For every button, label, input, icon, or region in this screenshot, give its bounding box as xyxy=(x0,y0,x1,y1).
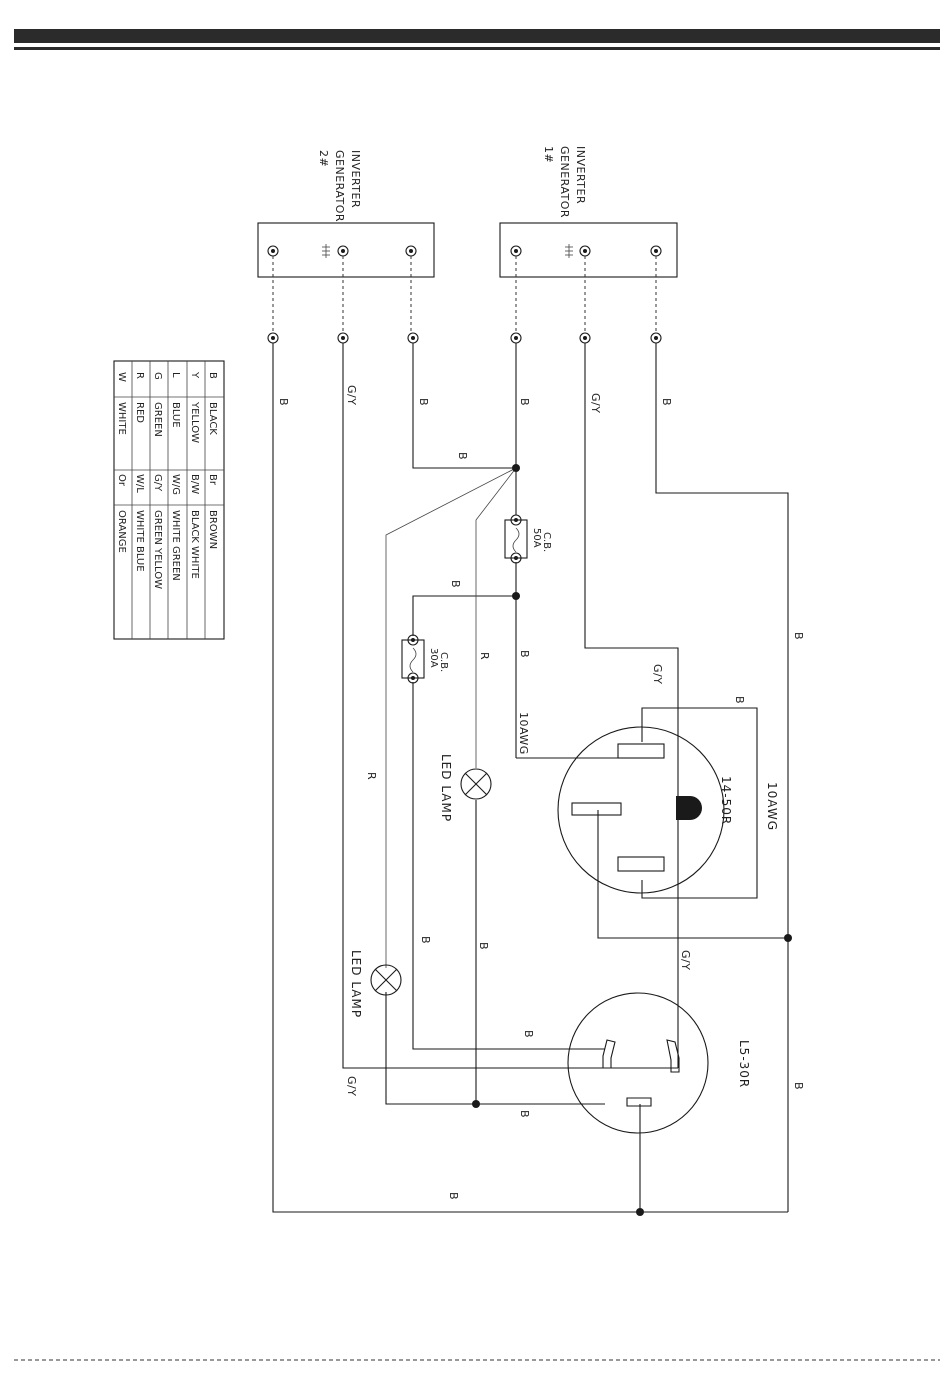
svg-text:G/Y: G/Y xyxy=(345,385,358,405)
color-legend: B BLACK Br BROWN Y YELLOW B/W BLACK WHIT… xyxy=(114,361,224,639)
svg-text:B: B xyxy=(419,936,432,944)
svg-text:B: B xyxy=(477,942,490,950)
svg-text:R: R xyxy=(478,652,491,660)
svg-text:LED LAMP: LED LAMP xyxy=(349,950,363,1018)
receptacle-l5-30r: L5-30R xyxy=(568,993,751,1133)
svg-text:B: B xyxy=(277,398,290,406)
svg-text:B: B xyxy=(449,580,462,588)
svg-text:GREEN YELLOW: GREEN YELLOW xyxy=(152,510,163,589)
svg-text:30A: 30A xyxy=(428,648,439,668)
generator-2-box xyxy=(258,223,434,277)
svg-text:B: B xyxy=(522,1030,535,1038)
svg-text:BLACK: BLACK xyxy=(207,402,218,435)
generator-1-title: INVERTER GENERATOR 1# xyxy=(542,146,587,218)
generator-2-title: INVERTER GENERATOR 2# xyxy=(317,150,362,222)
circuit-breaker-50a: C.B. 50A xyxy=(505,515,552,563)
svg-text:BROWN: BROWN xyxy=(207,510,218,549)
legend-row: G GREEN G/Y GREEN YELLOW xyxy=(152,372,163,589)
svg-text:W/L: W/L xyxy=(134,474,145,493)
dashed-connectors xyxy=(273,256,656,332)
svg-text:B: B xyxy=(207,372,218,379)
svg-text:R: R xyxy=(134,372,145,379)
svg-text:G/Y: G/Y xyxy=(589,393,602,413)
svg-text:WHITE GREEN: WHITE GREEN xyxy=(170,510,181,581)
svg-text:G: G xyxy=(152,372,163,380)
svg-text:G/Y: G/Y xyxy=(679,950,692,970)
svg-text:B: B xyxy=(518,398,531,406)
svg-text:10AWG: 10AWG xyxy=(517,712,530,755)
svg-text:R: R xyxy=(365,772,378,780)
svg-text:L: L xyxy=(170,372,181,378)
led-lamp-1: LED LAMP xyxy=(439,754,491,822)
svg-text:LED LAMP: LED LAMP xyxy=(439,754,453,822)
ground-icon xyxy=(322,244,330,258)
svg-text:G/Y: G/Y xyxy=(152,474,163,492)
svg-text:INVERTER: INVERTER xyxy=(349,150,362,208)
svg-text:2#: 2# xyxy=(317,150,330,167)
svg-text:WHITE BLUE: WHITE BLUE xyxy=(134,510,145,572)
terminals xyxy=(268,333,661,343)
svg-text:Y: Y xyxy=(189,371,200,379)
svg-text:GENERATOR: GENERATOR xyxy=(333,150,346,222)
legend-row: Y YELLOW B/W BLACK WHITE xyxy=(189,371,200,579)
svg-text:10AWG: 10AWG xyxy=(765,782,779,831)
svg-text:B: B xyxy=(456,452,469,460)
legend-row: W WHITE Or ORANGE xyxy=(116,372,127,553)
svg-text:B: B xyxy=(518,650,531,658)
svg-text:WHITE: WHITE xyxy=(116,402,127,435)
svg-text:G/Y: G/Y xyxy=(345,1076,358,1096)
ground-icon xyxy=(565,244,573,258)
svg-text:W: W xyxy=(116,372,127,382)
svg-text:BLUE: BLUE xyxy=(170,402,181,428)
svg-text:GREEN: GREEN xyxy=(152,402,163,437)
circuit-breaker-30a: C.B. 30A xyxy=(402,635,449,683)
svg-text:INVERTER: INVERTER xyxy=(574,146,587,204)
svg-text:B: B xyxy=(792,1082,805,1090)
legend-row: B BLACK Br BROWN xyxy=(207,372,218,549)
svg-text:G/Y: G/Y xyxy=(651,664,664,684)
svg-text:B: B xyxy=(518,1110,531,1118)
svg-text:50A: 50A xyxy=(531,528,542,548)
led-lamp-2: LED LAMP xyxy=(349,950,401,1018)
svg-text:YELLOW: YELLOW xyxy=(189,401,200,443)
legend-row: R RED W/L WHITE BLUE xyxy=(134,372,145,572)
generator-1-box xyxy=(500,223,677,277)
svg-text:BLACK WHITE: BLACK WHITE xyxy=(189,510,200,579)
svg-text:B: B xyxy=(417,398,430,406)
receptacle-14-50r: 14-50R 10AWG xyxy=(558,727,779,893)
svg-text:W/G: W/G xyxy=(170,474,181,495)
svg-text:B: B xyxy=(660,398,673,406)
header-bar-thin xyxy=(14,47,940,50)
svg-text:B: B xyxy=(733,696,746,704)
svg-text:GENERATOR: GENERATOR xyxy=(558,146,571,218)
junction-dots xyxy=(472,464,792,1216)
header-bar-thick xyxy=(14,29,940,43)
svg-text:B: B xyxy=(792,632,805,640)
svg-text:1#: 1# xyxy=(542,146,555,163)
legend-row: L BLUE W/G WHITE GREEN xyxy=(170,372,181,581)
svg-text:B/W: B/W xyxy=(189,474,200,494)
svg-text:14-50R: 14-50R xyxy=(719,776,733,825)
svg-text:Or: Or xyxy=(116,474,127,487)
svg-text:L5-30R: L5-30R xyxy=(737,1040,751,1088)
svg-text:ORANGE: ORANGE xyxy=(116,510,127,553)
svg-text:B: B xyxy=(447,1192,460,1200)
svg-text:RED: RED xyxy=(134,402,145,423)
svg-text:Br: Br xyxy=(207,474,218,486)
